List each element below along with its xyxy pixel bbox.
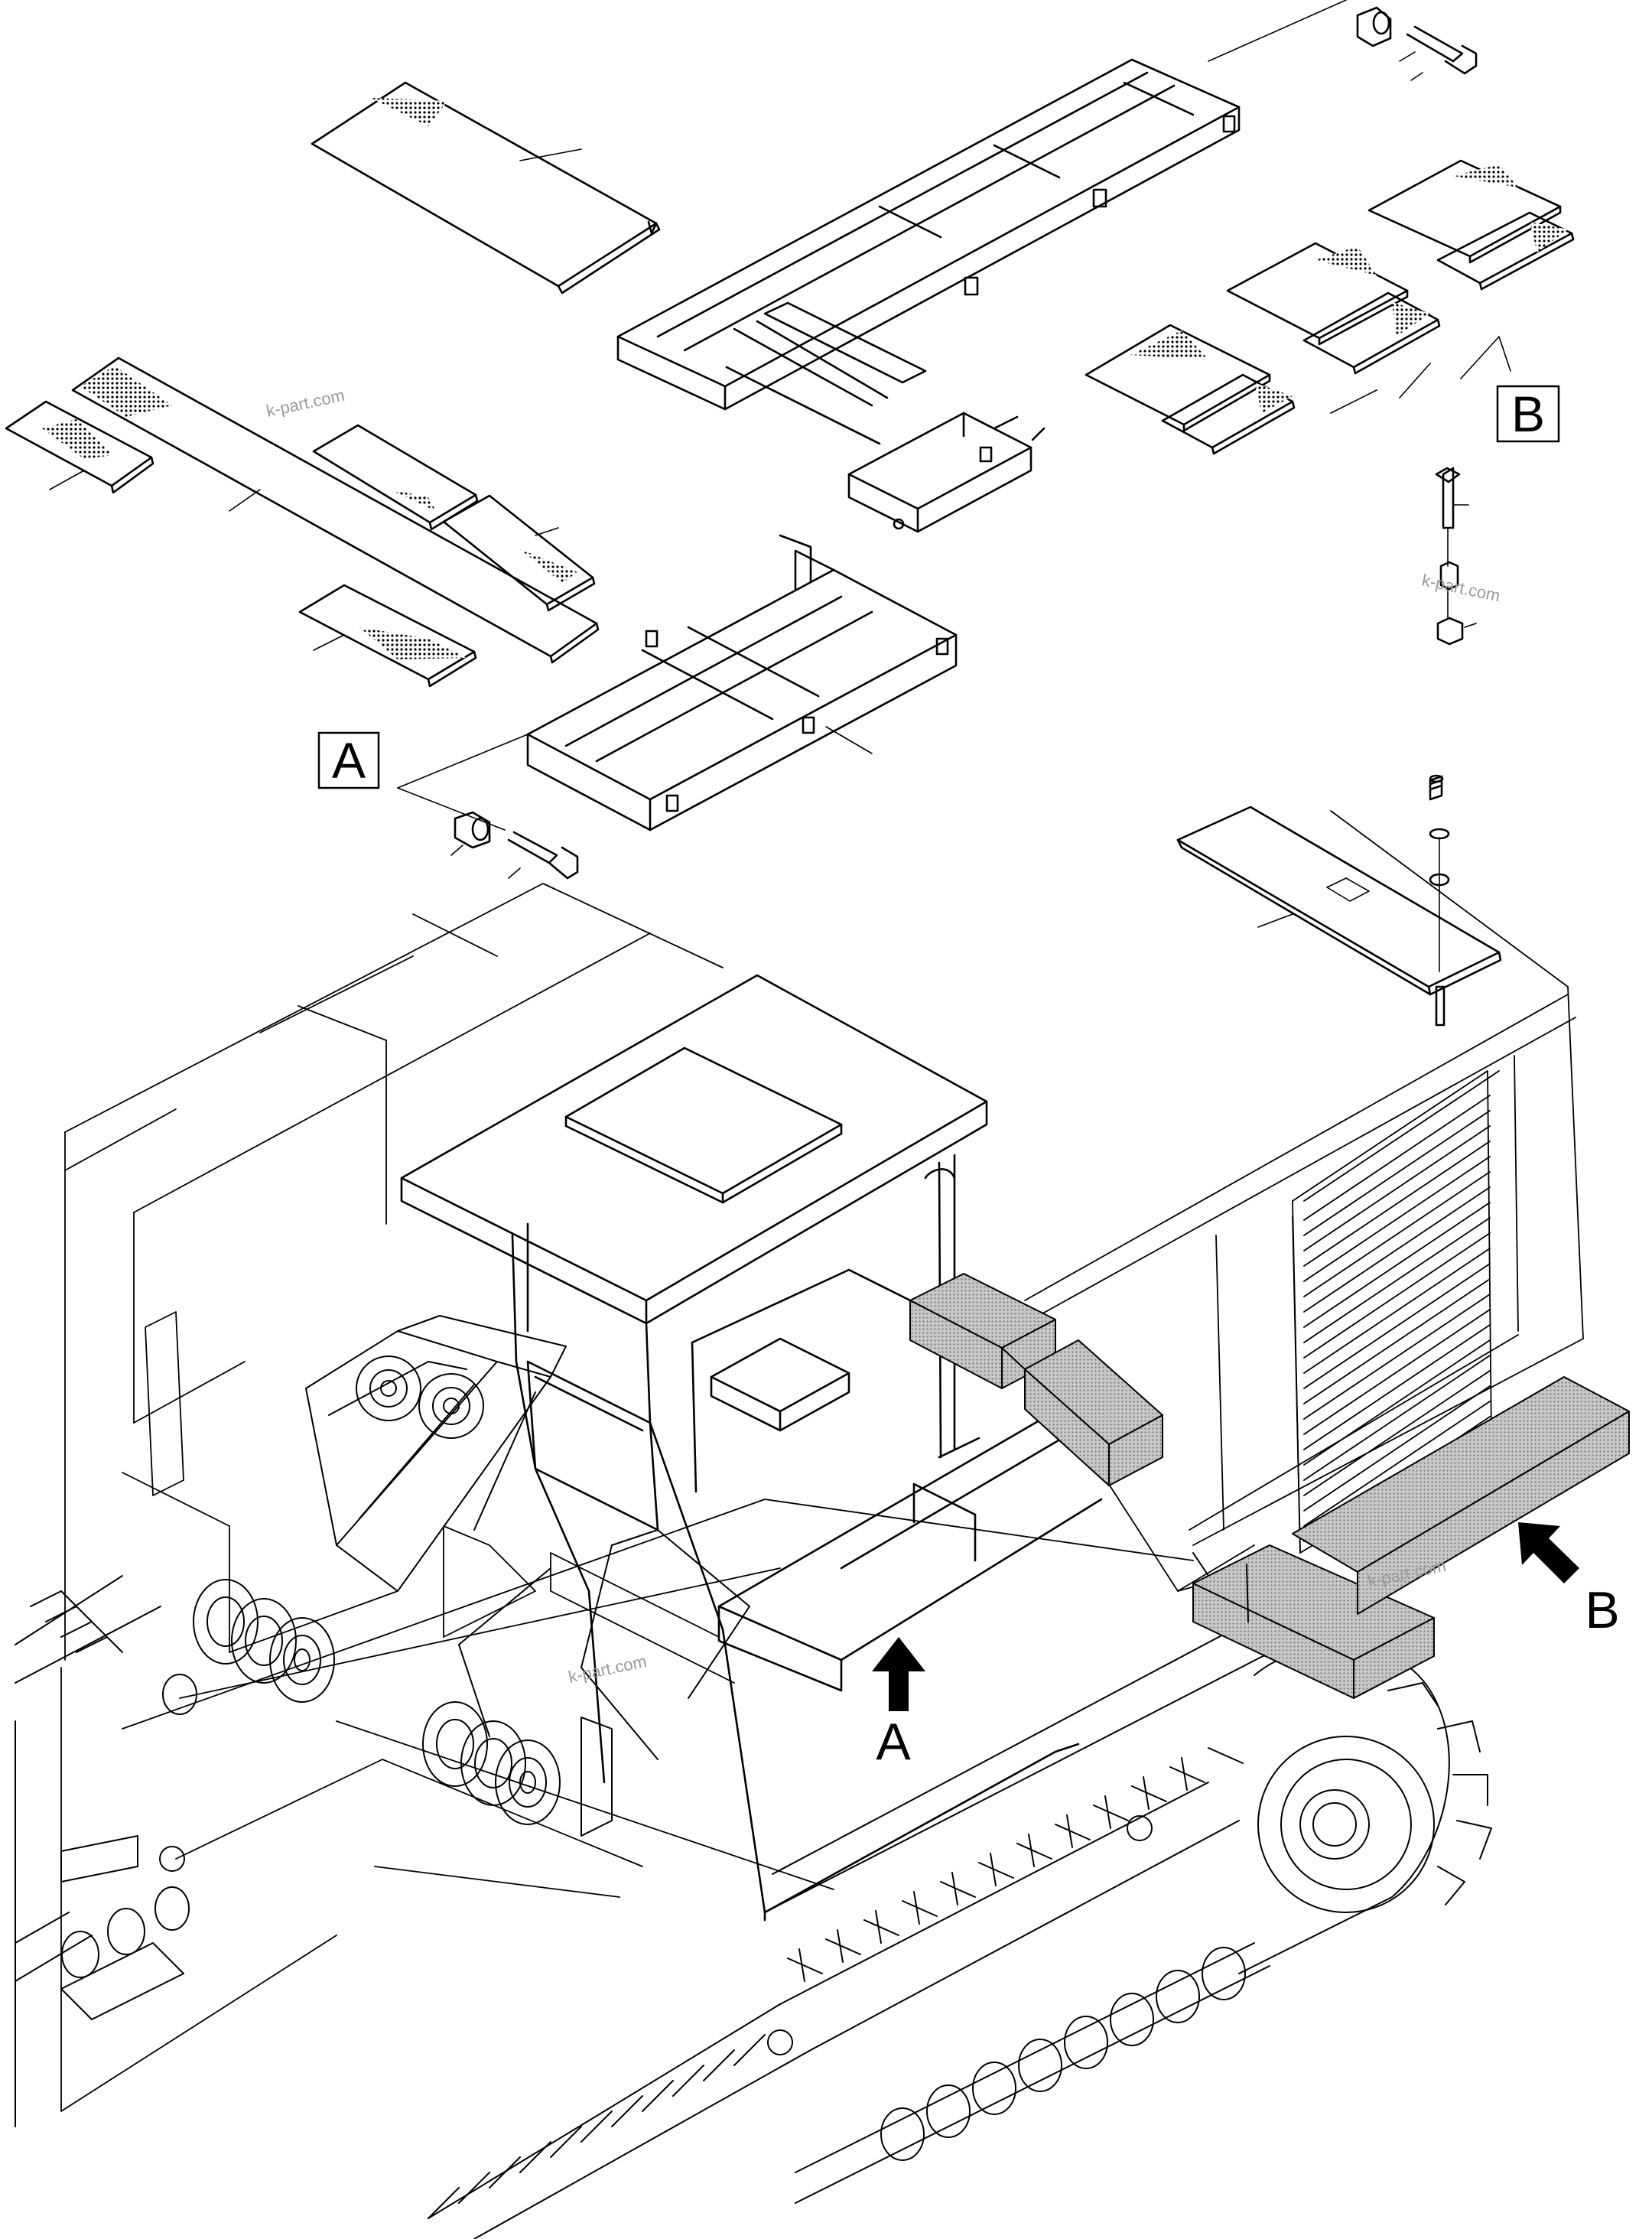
watermark: k-part.com	[1420, 570, 1502, 605]
cover-plate	[1176, 805, 1502, 996]
callout-box-b: B	[1496, 385, 1560, 443]
track-left	[15, 1575, 190, 2127]
left-plate-group	[5, 356, 600, 688]
track-shoes-lower	[428, 2034, 766, 2219]
hardware-cover	[1429, 774, 1450, 1027]
callout-label-a: A	[332, 732, 366, 789]
watermark: k-part.com	[567, 1652, 649, 1687]
arrow-label-b: B	[1585, 1581, 1619, 1639]
grille-louvers	[1303, 1095, 1491, 1542]
boom-assembly	[305, 1315, 750, 1760]
shaded-step-a	[909, 1273, 1163, 1486]
machine-body	[60, 810, 1584, 2112]
roller-cluster-mid	[422, 1701, 613, 1837]
top-plate	[311, 81, 661, 295]
callout-box-a: A	[317, 731, 380, 789]
track-shoes-right	[787, 1747, 1244, 1982]
watermark: k-part.com	[265, 386, 346, 421]
arrow-label-a: A	[876, 1713, 911, 1771]
shaded-step-b	[1192, 1376, 1630, 1699]
short-frame	[526, 534, 958, 831]
long-frame	[616, 58, 1241, 533]
hardware-b	[1435, 467, 1477, 646]
arrow-b	[1518, 1522, 1579, 1583]
hardware-a	[397, 787, 579, 880]
roller-cluster-left	[162, 1579, 335, 1715]
arrow-a	[872, 1637, 925, 1711]
hardware-top	[1208, 0, 1478, 81]
callout-label-b: B	[1511, 386, 1545, 442]
operator-cab	[400, 974, 1103, 1922]
right-plate-group	[1085, 159, 1575, 455]
